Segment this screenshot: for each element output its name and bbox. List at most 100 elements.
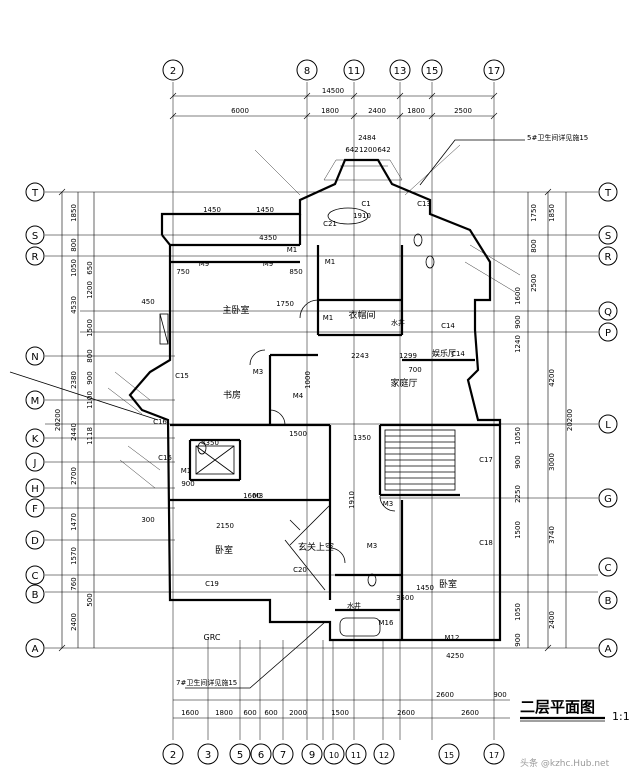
door-tag: M12 [445, 634, 460, 642]
top-span-dim: 2500 [454, 107, 472, 115]
axis-label-right: G [604, 494, 612, 505]
left-inner-dim: 2700 [70, 467, 78, 485]
window-tag: C13 [417, 200, 431, 208]
axis-label-bottom: 15 [444, 751, 454, 760]
axis-label-bottom: 12 [379, 751, 389, 760]
axis-label-bottom: 9 [309, 750, 315, 761]
axis-bubbles-left: T S R N M K J H F D C B A [25, 182, 45, 658]
right-inner-dim: 1050 [514, 427, 522, 445]
bottom-span-dim: 2600 [461, 709, 479, 717]
top-span-dim: 1800 [321, 107, 339, 115]
axis-label-right: R [605, 252, 612, 263]
axis-label-bottom: 10 [329, 751, 339, 760]
interior-dim: 1299 [399, 352, 417, 360]
bottom-span-dim: 2600 [397, 709, 415, 717]
interior-dim: 1910 [353, 212, 371, 220]
interior-dim: 1450 [416, 584, 434, 592]
left-inner-dim: 1470 [70, 513, 78, 531]
left-outer-dim: 2400 [70, 613, 78, 631]
axis-label-left: C [32, 571, 39, 582]
right-outer-dim: 4200 [548, 369, 556, 387]
axis-label-top: 11 [348, 66, 361, 77]
axis-label-top: 2 [170, 66, 176, 77]
left-inner-dim: 1200 [86, 281, 94, 299]
axis-label-bottom: 7 [280, 750, 286, 761]
axis-label-right: A [605, 644, 612, 655]
room-study: 书房 [223, 389, 241, 401]
right-inner-dim: 800 [530, 239, 538, 252]
axis-label-top: 13 [394, 66, 407, 77]
right-inner-dim: 1050 [514, 603, 522, 621]
top-span-dim: 1800 [407, 107, 425, 115]
left-outer-dim: 2380 [70, 371, 78, 389]
right-inner-dim: 2250 [514, 485, 522, 503]
window-tag: C17 [479, 456, 493, 464]
top-span-dim: 2400 [368, 107, 386, 115]
window-tag: C14 [441, 322, 455, 330]
door-tag: M1 [325, 258, 336, 266]
axis-label-left: S [32, 231, 38, 242]
room-family-hall: 家庭厅 [390, 377, 417, 389]
left-outer-dim: 1050 [70, 259, 78, 277]
door-tag: M3 [253, 368, 264, 376]
bay-dim: 2484 [358, 134, 376, 142]
grc-label: GRC [204, 633, 221, 642]
top-total-dim: 14500 [322, 87, 344, 95]
interior-dim: 1500 [289, 430, 307, 438]
exterior-walls [128, 158, 502, 642]
room-water-well: 水井 [391, 318, 405, 327]
interior-dim: 1750 [276, 300, 294, 308]
axis-label-bottom: 5 [237, 750, 243, 761]
bottom-span-dim: 2000 [289, 709, 307, 717]
axis-label-right: B [605, 596, 612, 607]
left-outer-dim: 4530 [70, 296, 78, 314]
room-master-bedroom: 主卧室 [222, 304, 249, 316]
right-inner-dim: 1500 [514, 521, 522, 539]
leader-lines [9, 139, 525, 689]
axis-label-left: D [31, 536, 39, 547]
left-inner-dim: 760 [70, 577, 78, 590]
door-tag: M3 [253, 492, 264, 500]
window-tag: C15 [175, 372, 189, 380]
axis-label-right: T [604, 188, 612, 199]
axis-label-top: 15 [426, 66, 439, 77]
top-dimensions: 14500 6000 1800 2400 1800 2500 2484 642 … [231, 87, 472, 154]
interior-dimensions: 1450 1450 450 4350 4350 1350 1910 2243 1… [141, 206, 464, 660]
interior-dim: 1600 [243, 492, 261, 500]
left-inner-dim: 1570 [70, 547, 78, 565]
axis-label-left: A [32, 644, 39, 655]
axis-label-bottom: 3 [205, 750, 211, 761]
axis-label-left: M [31, 396, 40, 407]
watermark: 头条 @kzhc.Hub.net [520, 757, 610, 769]
drawing-title: 二层平面图 [520, 698, 595, 716]
interior-dim: 300 [141, 516, 154, 524]
bottom-span-dim: 600 [264, 709, 277, 717]
window-tag: C21 [323, 220, 337, 228]
right-inner-dim: 900 [514, 315, 522, 328]
right-dimensions: 20200 1850 4200 3000 3740 2400 1750 800 … [514, 204, 574, 647]
bottom-span-dim: 1800 [215, 709, 233, 717]
callouts: 5#卫生间详见施15 7#卫生间详见施15 [176, 133, 588, 687]
bay-dim: 642 [377, 146, 390, 154]
interior-dim: 4350 [259, 234, 277, 242]
dimension-lines [58, 92, 567, 719]
left-inner-dim: 500 [86, 593, 94, 606]
right-outer-dim: 3000 [548, 453, 556, 471]
top-span-dim: 6000 [231, 107, 249, 115]
bottom-span-dim: 1500 [331, 709, 349, 717]
title-block: 二层平面图 1:1 头条 @kzhc.Hub.net [520, 698, 630, 769]
interior-details [107, 144, 521, 637]
bay-dim: 1200 [359, 146, 377, 154]
interior-dim: 1450 [256, 206, 274, 214]
door-tag: M1 [323, 314, 334, 322]
room-water-well: 水井 [347, 601, 361, 610]
axis-label-left: T [31, 188, 39, 199]
interior-dim: 2243 [351, 352, 369, 360]
axis-label-right: L [605, 420, 611, 431]
callout-bottom: 7#卫生间详见施15 [176, 678, 237, 687]
left-inner-dim: 1500 [86, 319, 94, 337]
bottom-span-dim: 600 [243, 709, 256, 717]
bottom-span-dim: 2600 [436, 691, 454, 699]
window-tag: C20 [293, 566, 307, 574]
